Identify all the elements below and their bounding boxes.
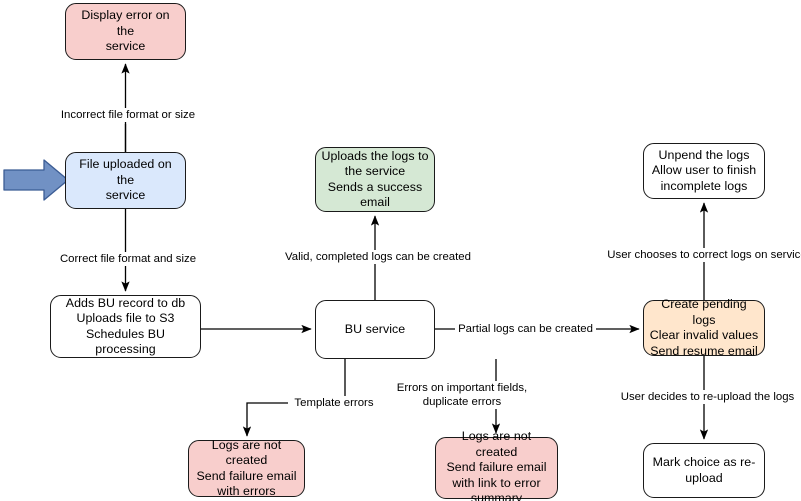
node-create-pending-logs[interactable]: Create pending logs Clear invalid values… — [643, 297, 765, 358]
edge-label-user-chooses-to-correct-logs: User chooses to correct logs on service — [605, 248, 801, 262]
node-label: Logs are not created Send failure email … — [196, 437, 297, 499]
node-label: File uploaded on the service — [79, 157, 172, 203]
node-label: Uploads the logs to the service Sends a … — [321, 148, 429, 210]
node-adds-bu-record[interactable]: Adds BU record to db Uploads file to S3 … — [50, 295, 201, 358]
edge-label-template-errors: Template errors — [288, 396, 380, 410]
edge-label-user-decides-to-re-upload: User decides to re-upload the logs — [617, 390, 798, 404]
node-label: Logs are not created Send failure email … — [446, 429, 547, 501]
node-unpend-the-logs[interactable]: Unpend the logs Allow user to finish inc… — [643, 143, 765, 199]
node-label: BU service — [344, 321, 406, 336]
node-logs-not-created-with-errors[interactable]: Logs are not created Send failure email … — [188, 437, 305, 499]
node-uploads-the-logs[interactable]: Uploads the logs to the service Sends a … — [315, 147, 435, 212]
node-label: Unpend the logs Allow user to finish inc… — [651, 147, 757, 193]
node-file-uploaded-on-the-service[interactable]: File uploaded on the service — [65, 152, 186, 209]
edge-label-valid-completed-logs: Valid, completed logs can be created — [281, 250, 475, 264]
node-label: Create pending logs Clear invalid values… — [649, 297, 759, 358]
node-display-error[interactable]: Display error on the service — [65, 3, 186, 60]
node-label: Display error on the service — [81, 8, 170, 54]
node-label: Mark choice as re- upload — [652, 455, 756, 485]
edge-label-partial-logs: Partial logs can be created — [455, 322, 596, 336]
node-bu-service[interactable]: BU service — [315, 300, 435, 359]
edge-label-incorrect-file-format: Incorrect file format or size — [56, 108, 200, 122]
edge-label-correct-file-format: Correct file format and size — [56, 252, 200, 266]
node-mark-choice-as-re-upload[interactable]: Mark choice as re- upload — [643, 443, 765, 498]
node-logs-not-created-error-summary[interactable]: Logs are not created Send failure email … — [435, 429, 558, 501]
entry-arrow-icon — [3, 159, 69, 201]
edge-label-errors-on-important-fields: Errors on important fields, duplicate er… — [390, 381, 534, 409]
node-label: Adds BU record to db Uploads file to S3 … — [65, 295, 186, 357]
